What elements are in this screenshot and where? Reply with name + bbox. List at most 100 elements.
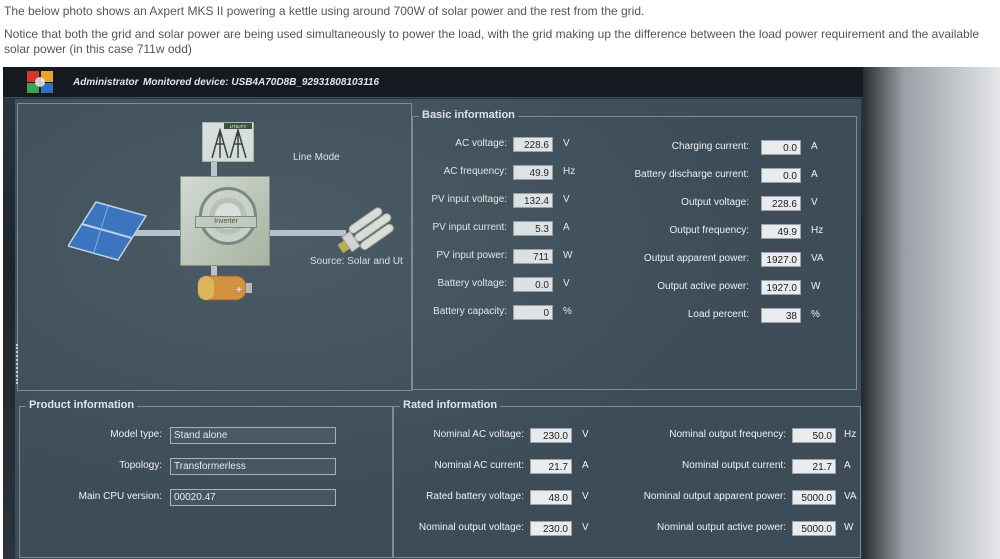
field-label: Nominal output current: — [682, 460, 786, 471]
field-value: 48.0 — [530, 490, 572, 505]
field-value: 21.7 — [530, 459, 572, 474]
inverter-label: Inverter — [195, 216, 257, 228]
app-logo-icon — [27, 71, 53, 93]
field-unit: Hz — [811, 225, 824, 236]
field-label: Load percent: — [687, 309, 749, 320]
line-mode-label: Line Mode — [293, 152, 340, 163]
grid-to-inverter-line — [211, 156, 217, 178]
field-label: AC voltage: — [455, 138, 507, 149]
utility-text: UTILITY — [230, 124, 247, 129]
field-label: Output apparent power: — [643, 253, 749, 264]
field-label: Nominal AC current: — [434, 460, 524, 471]
product-information-panel: Product information Model type: Stand alo… — [19, 399, 393, 558]
field-value: 38 — [761, 308, 801, 323]
field-value: 21.7 — [792, 459, 836, 474]
field-value: 230.0 — [530, 428, 572, 443]
inverter-icon: Inverter — [180, 176, 270, 266]
field-label: Nominal output voltage: — [418, 522, 524, 533]
inverter-to-load-line — [256, 230, 346, 236]
field-label: AC frequency: — [443, 166, 507, 177]
monitored-device-label: Monitored device: USB4A70D8B_92931808103… — [143, 77, 380, 88]
field-unit: % — [811, 309, 820, 320]
field-unit: V — [563, 278, 570, 289]
splitter-handle[interactable] — [16, 344, 21, 384]
field-value: 49.9 — [761, 224, 801, 239]
field-value: 0.0 — [513, 277, 553, 292]
field-unit: W — [844, 522, 854, 533]
field-label: PV input current: — [432, 222, 507, 233]
field-label: Output active power: — [657, 281, 749, 292]
field-unit: Hz — [844, 429, 857, 440]
admin-label: Administrator — [73, 77, 139, 88]
field-unit: A — [811, 141, 818, 152]
utility-grid-icon: UTILITY — [202, 122, 254, 162]
field-unit: A — [844, 460, 851, 471]
field-unit: VA — [844, 491, 857, 502]
field-value: 132.4 — [513, 193, 553, 208]
field-unit: A — [563, 222, 570, 233]
photo-background-edge — [863, 67, 1000, 559]
field-unit: V — [811, 197, 818, 208]
app-topbar: Administrator Monitored device: USB4A70D… — [3, 67, 863, 98]
field-label: Output frequency: — [669, 225, 750, 236]
battery-icon: + — [197, 275, 252, 301]
monitor-screen: UTILITY Inverter — [15, 99, 861, 559]
field-value: 1927.0 — [761, 252, 801, 267]
field-label: Nominal output frequency: — [669, 429, 786, 440]
intro-paragraph-1: The below photo shows an Axpert MKS II p… — [4, 4, 645, 18]
field-unit: VA — [811, 253, 824, 264]
power-flow-diagram: UTILITY Inverter — [16, 103, 412, 391]
product-information-title: Product information — [26, 399, 138, 411]
field-unit: % — [563, 306, 572, 317]
field-value: 228.6 — [761, 196, 801, 211]
field-label: PV input voltage: — [431, 194, 507, 205]
intro-paragraph-2: Notice that both the grid and solar powe… — [4, 27, 980, 56]
field-label: Topology: — [119, 460, 162, 471]
source-label: Source: Solar and Ut — [310, 256, 403, 267]
field-label: Charging current: — [671, 141, 749, 152]
field-value: Transformerless — [170, 458, 336, 475]
field-value: 5000.0 — [792, 490, 836, 505]
field-value: 00020.47 — [170, 489, 336, 506]
field-unit: Hz — [563, 166, 576, 177]
field-label: Model type: — [110, 429, 162, 440]
basic-information-title: Basic information — [419, 109, 518, 121]
field-label: Main CPU version: — [78, 491, 162, 502]
field-value: 228.6 — [513, 137, 553, 152]
field-value: 230.0 — [530, 521, 572, 536]
field-unit: V — [563, 194, 570, 205]
field-value: 5000.0 — [792, 521, 836, 536]
svg-text:+: + — [236, 285, 242, 296]
field-label: Nominal AC voltage: — [433, 429, 524, 440]
rated-information-title: Rated information — [400, 399, 501, 411]
field-value: Stand alone — [170, 427, 336, 444]
field-label: Battery voltage: — [437, 278, 507, 289]
field-label: PV input power: — [436, 250, 507, 261]
pv-to-inverter-line — [122, 230, 202, 236]
field-unit: V — [582, 429, 589, 440]
field-value: 5.3 — [513, 221, 553, 236]
field-label: Battery capacity: — [433, 306, 507, 317]
field-unit: W — [811, 281, 821, 292]
field-label: Battery discharge current: — [634, 169, 750, 180]
load-bulb-icon — [337, 207, 394, 254]
field-value: 0 — [513, 305, 553, 320]
field-unit: V — [582, 491, 589, 502]
monitor-photo: Administrator Monitored device: USB4A70D… — [3, 67, 863, 559]
field-value: 50.0 — [792, 428, 836, 443]
field-label: Nominal output apparent power: — [643, 491, 786, 502]
field-unit: W — [563, 250, 573, 261]
field-unit: V — [563, 138, 570, 149]
field-value: 49.9 — [513, 165, 553, 180]
field-value: 711 — [513, 249, 553, 264]
field-unit: A — [582, 460, 589, 471]
field-value: 1927.0 — [761, 280, 801, 295]
field-label: Rated battery voltage: — [426, 491, 524, 502]
field-unit: A — [811, 169, 818, 180]
field-value: 0.0 — [761, 140, 801, 155]
field-label: Output voltage: — [681, 197, 749, 208]
rated-information-panel: Rated information Nominal AC voltage: 230… — [393, 399, 861, 558]
solar-panel-icon — [68, 201, 148, 261]
field-value: 0.0 — [761, 168, 801, 183]
